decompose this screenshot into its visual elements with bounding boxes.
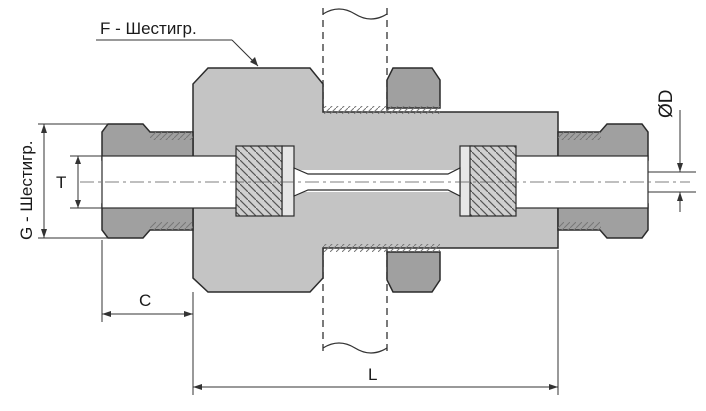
dim-g-hex: G - Шестигр. (17, 123, 108, 240)
g-hex-label: G - Шестигр. (17, 140, 36, 240)
center-bore (293, 167, 461, 197)
dim-l: L (192, 250, 559, 395)
f-hex-label: F - Шестигр. (100, 19, 197, 38)
left-ferrule (235, 145, 283, 217)
c-label: C (139, 291, 151, 310)
dim-c: C (101, 240, 194, 322)
f-hex-leader: F - Шестигр. (96, 19, 259, 67)
right-nut (557, 123, 649, 239)
panel-threads (323, 106, 440, 252)
t-label: T (56, 173, 66, 192)
right-ferrule (469, 145, 517, 217)
dim-t: T (56, 155, 102, 209)
d-label: ØD (656, 90, 677, 119)
lock-nut (386, 67, 441, 293)
l-label: L (368, 365, 377, 384)
dim-d: ØD (648, 90, 696, 212)
